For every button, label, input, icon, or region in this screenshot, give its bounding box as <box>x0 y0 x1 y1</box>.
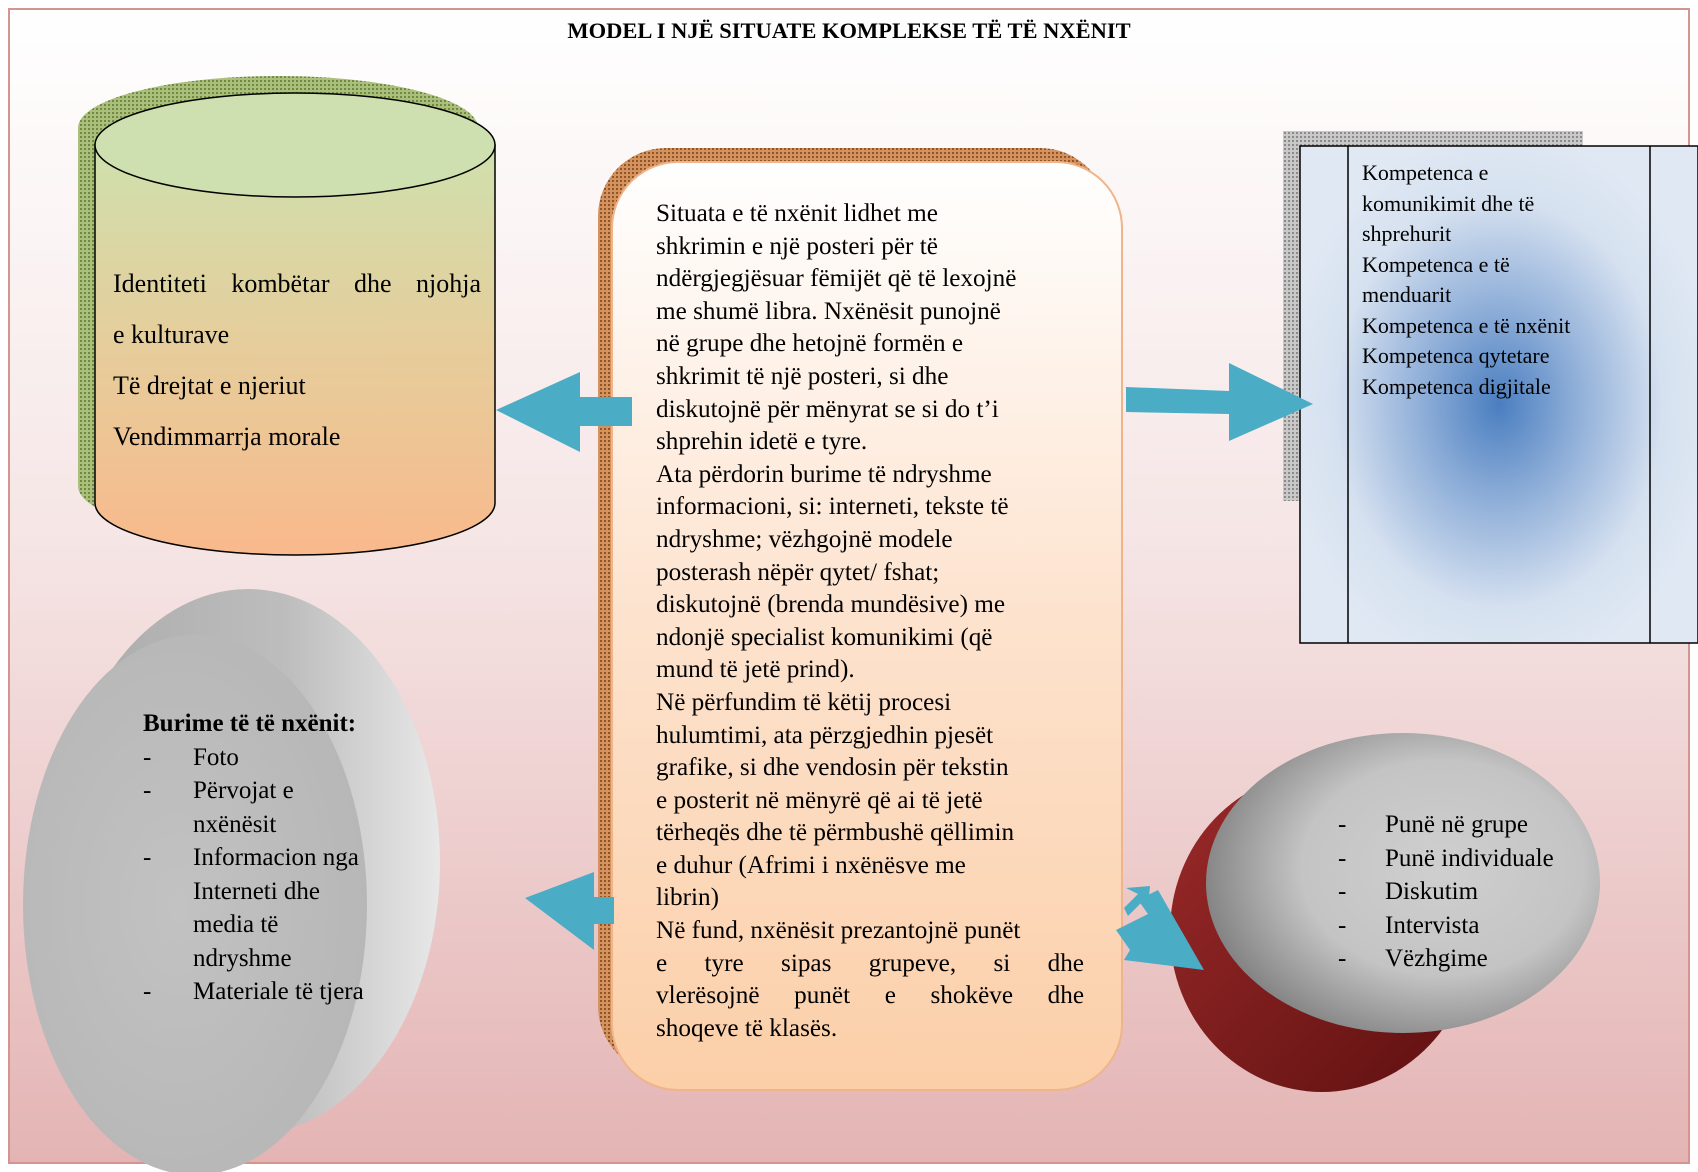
methods-disc <box>1170 733 1600 1092</box>
list-item-text: Materiale të tjera <box>193 978 364 1005</box>
values-line: Të drejtat e njeriut <box>113 371 306 400</box>
situation-line: Ata përdorin burime të ndryshme <box>656 460 992 488</box>
learning-situation-box <box>598 148 1123 1091</box>
competences-panel <box>1283 131 1698 644</box>
situation-line: mund të jetë prind). <box>656 656 855 684</box>
bullet-dash: - <box>1338 844 1347 872</box>
competence-line: Kompetenca qytetare <box>1362 343 1550 368</box>
situation-line: me shumë libra. Nxënësit punojnë <box>656 297 1001 325</box>
sources-list: Burime të të nxënit: - Foto - Përvojat e… <box>143 707 463 1009</box>
competence-line: Kompetenca digjitale <box>1362 373 1551 399</box>
list-item: - Diskutim <box>1338 875 1638 909</box>
competence-line: menduarit <box>1362 282 1452 307</box>
arrow-to-competences <box>1126 363 1313 441</box>
situation-line: diskutojnë (brenda mundësive) me <box>656 591 1006 619</box>
values-line: Identiteti kombëtar dhe njohja <box>113 269 481 298</box>
situation-line: e tyre sipas grupeve, si dhe <box>656 949 1084 977</box>
values-line: e kulturave <box>113 320 230 349</box>
competences-list: Kompetenca e komunikimit dhe të shprehur… <box>1362 158 1642 402</box>
learning-situation-text: Situata e të nxënit lidhet me shkrimin e… <box>656 198 1084 1045</box>
list-item-text: Intervista <box>1385 911 1480 939</box>
arrow-to-sources <box>525 872 614 950</box>
situation-line: ndërgjegjësuar fëmijët që të lexojnë <box>656 265 1017 293</box>
situation-line: tërheqës dhe të përmbushë qëllimin <box>656 819 1015 847</box>
situation-line: e duhur (Afrimi i nxënësve me <box>656 851 966 879</box>
bullet-dash: - <box>1338 945 1347 972</box>
list-item-text: Foto <box>193 743 239 771</box>
list-item-text: Punë në grupe <box>1385 811 1529 838</box>
values-list: Identiteti kombëtar dhe njohja e kultura… <box>113 258 481 462</box>
situation-line: shkrimit të një posteri, si dhe <box>656 362 949 390</box>
situation-line: posterash nëpër qytet/ fshat; <box>656 558 940 586</box>
list-item: - Vëzhgime <box>1338 942 1638 976</box>
list-item-text: Interneti dhe <box>193 877 321 905</box>
list-item: - Intervista <box>1338 909 1638 943</box>
situation-line: Situata e të nxënit lidhet me <box>656 200 938 227</box>
list-item-text: Përvojat e <box>193 777 294 804</box>
bullet-dash: - <box>143 777 152 804</box>
competence-line: Kompetenca e të <box>1362 251 1510 277</box>
situation-line: grafike, si dhe vendosin për tekstin <box>656 754 1009 782</box>
sources-disc <box>23 589 440 1172</box>
situation-line: shkrimin e një posteri për të <box>656 232 938 260</box>
values-line: Vendimmarrja morale <box>113 422 341 451</box>
situation-line: shoqeve të klasës. <box>656 1014 838 1042</box>
situation-line: vlerësojnë punët e shokëve dhe <box>656 982 1084 1010</box>
situation-line: shprehin idetë e tyre. <box>656 428 868 456</box>
competence-line: Kompetenca e të nxënit <box>1362 312 1571 338</box>
bullet-dash: - <box>143 978 152 1005</box>
situation-line: e posterit në mënyrë që ai të jetë <box>656 786 983 814</box>
list-item: - Punë në grupe <box>1338 808 1638 842</box>
competence-line: komunikimit dhe të <box>1362 190 1535 216</box>
list-item: - Përvojat e nxënësit <box>143 774 463 841</box>
situation-line: hulumtimi, ata përzgjedhin pjesët <box>656 721 994 749</box>
situation-line: Në përfundim të këtij procesi <box>656 688 952 716</box>
list-item: - Foto <box>143 741 463 775</box>
situation-line: ndryshme; vëzhgojnë modele <box>656 525 953 553</box>
arrow-to-methods-large <box>1116 890 1204 970</box>
bullet-dash: - <box>1338 811 1347 838</box>
situation-line: diskutojnë për mënyrat se si do t’i <box>656 395 999 423</box>
arrow-to-values <box>496 372 632 452</box>
list-item: - Informacion nga Interneti dhe media të… <box>143 841 463 975</box>
arrow-to-methods <box>1124 886 1150 916</box>
list-item-text: Vëzhgime <box>1385 945 1488 972</box>
diagram-title: MODEL I NJË SITUATE KOMPLEKSE TË TË NXËN… <box>567 18 1131 43</box>
list-item-text: Diskutim <box>1385 878 1479 905</box>
list-item: - Materiale të tjera <box>143 975 463 1009</box>
bullet-dash: - <box>1338 911 1347 939</box>
bullet-dash: - <box>143 743 152 771</box>
situation-line: ndonjë specialist komunikimi (që <box>656 623 993 651</box>
bullet-dash: - <box>143 844 152 871</box>
list-item-text: Informacion nga <box>193 844 359 871</box>
list-item-text: media të <box>193 911 279 938</box>
values-cylinder <box>78 76 496 556</box>
list-item-text: Punë individuale <box>1385 844 1554 872</box>
situation-line: informacioni, si: interneti, tekste të <box>656 493 1009 521</box>
bullet-dash: - <box>1338 878 1347 905</box>
competence-line: Kompetenca e <box>1362 160 1489 185</box>
methods-list: - Punë në grupe - Punë individuale - Dis… <box>1338 808 1638 976</box>
list-item-text: nxënësit <box>193 810 277 838</box>
situation-line: librin) <box>656 884 719 912</box>
situation-line: në grupe dhe hetojnë formën e <box>656 330 964 358</box>
competence-line: shprehurit <box>1362 221 1452 246</box>
situation-line: Në fund, nxënësit prezantojnë punët <box>656 917 1021 945</box>
list-item: - Punë individuale <box>1338 842 1638 876</box>
list-item-text: ndryshme <box>193 944 292 972</box>
sources-heading: Burime të të nxënit: <box>143 710 357 737</box>
